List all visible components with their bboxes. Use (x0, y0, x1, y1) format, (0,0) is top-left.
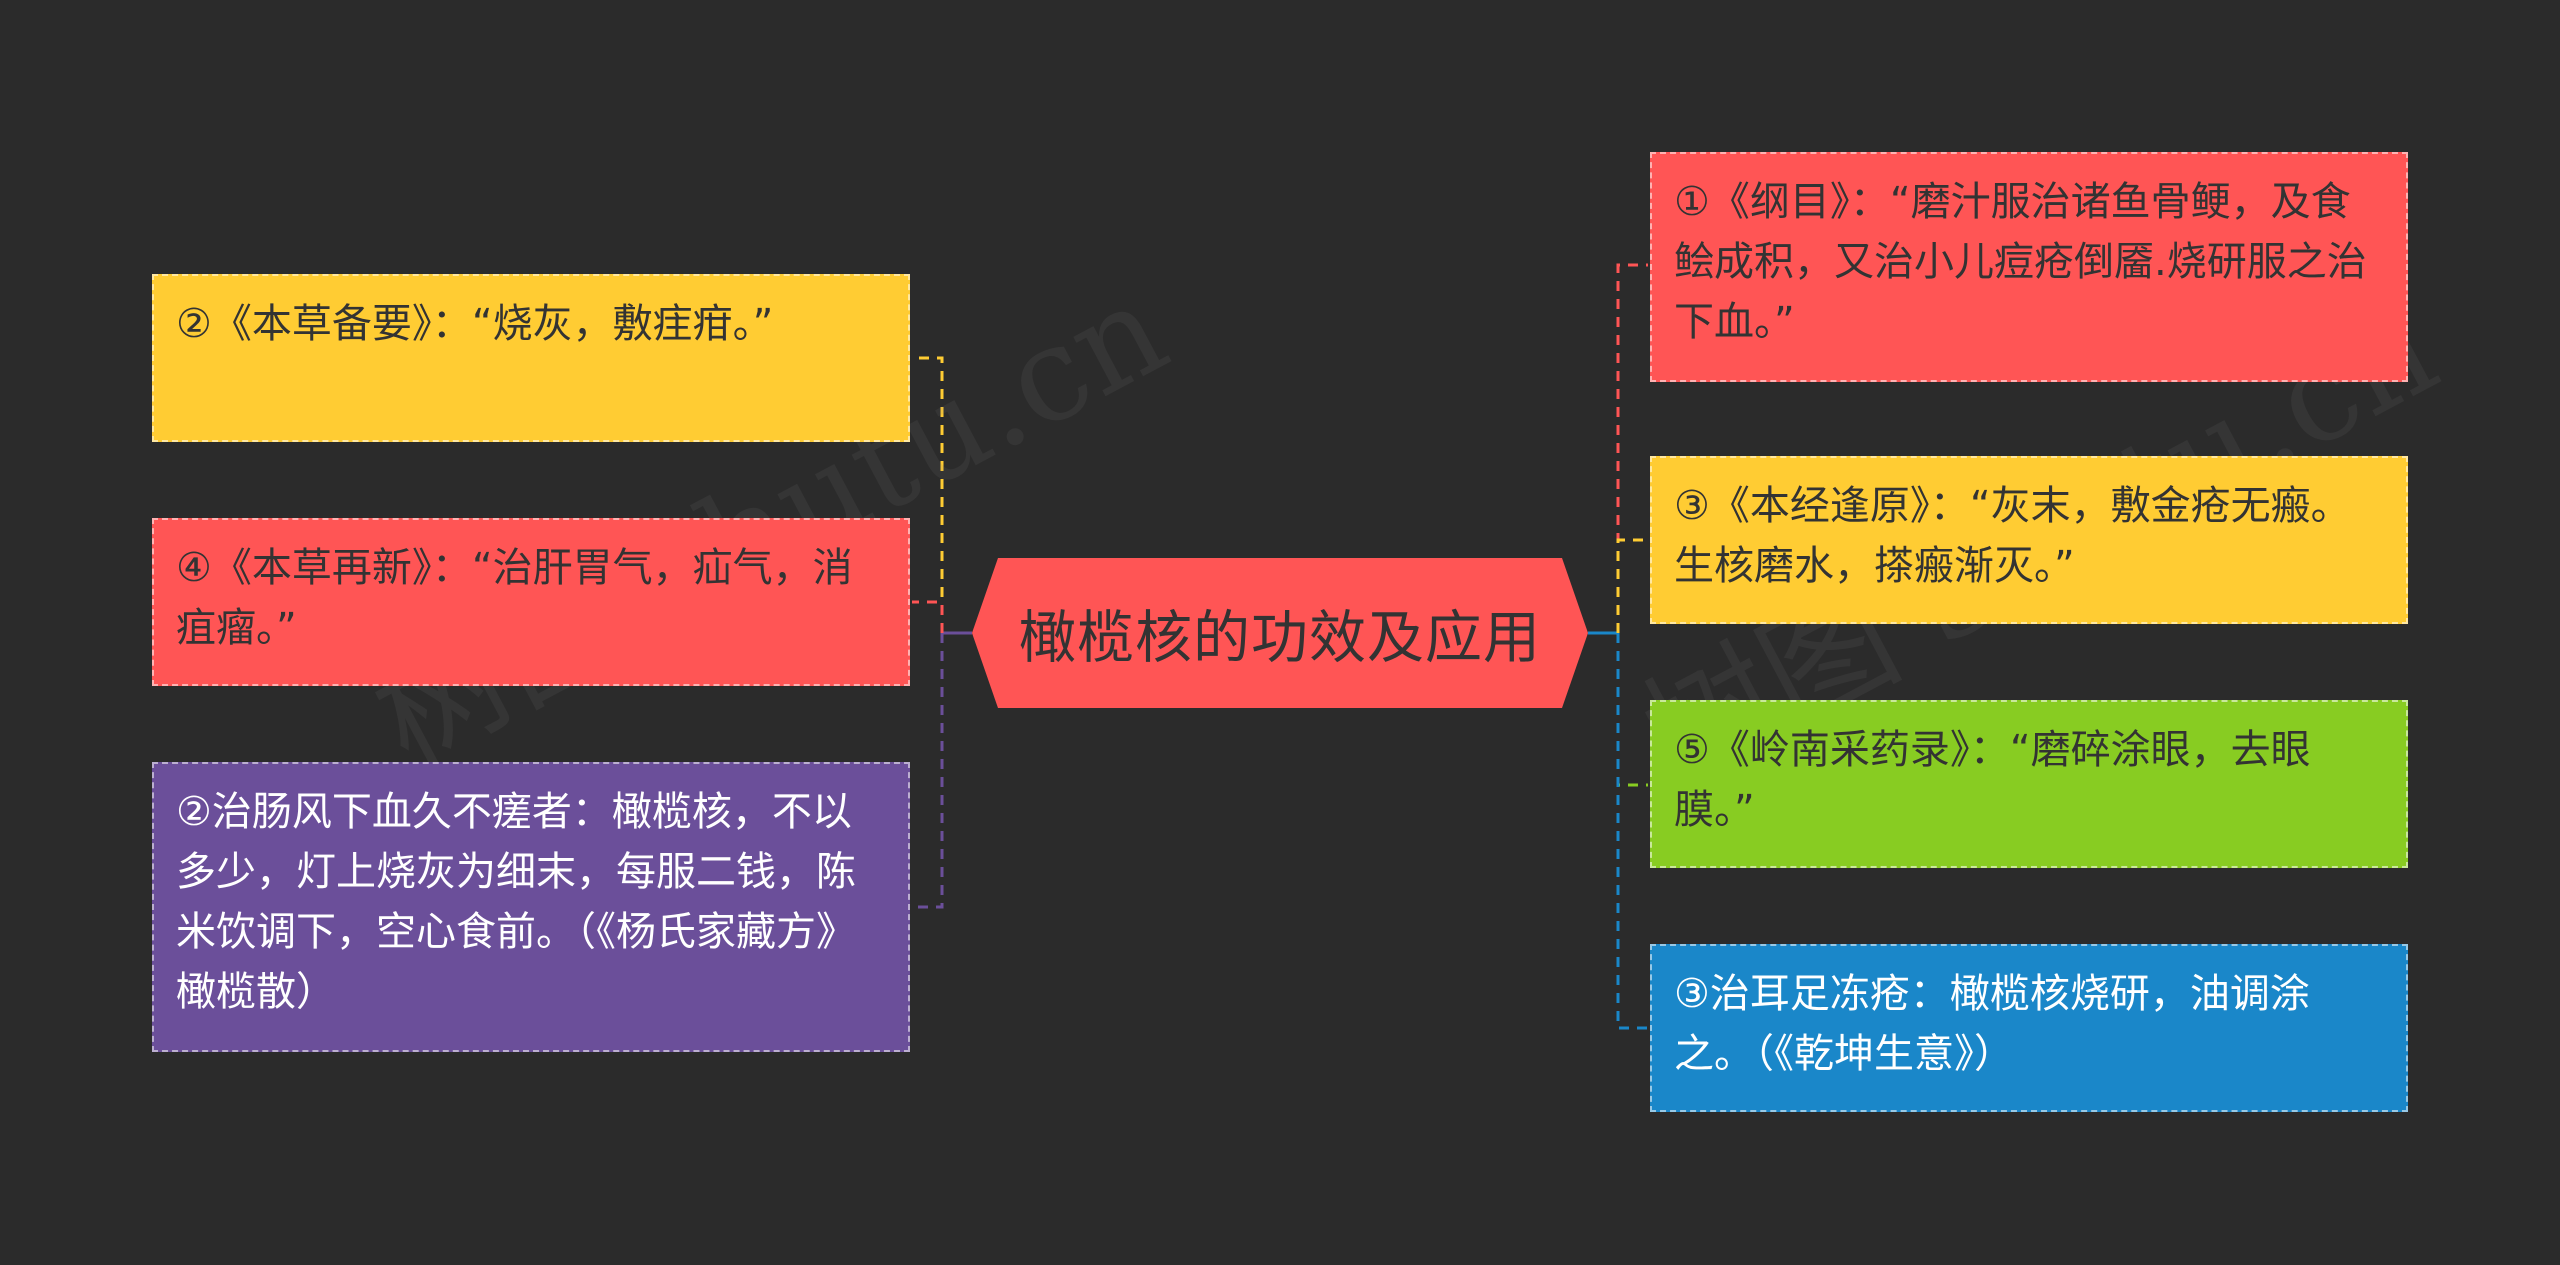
left-node-changfeng-xiaxue[interactable]: ②治肠风下血久不瘥者：橄榄核，不以多少，灯上烧灰为细末，每服二钱，陈米饮调下，空… (152, 762, 910, 1052)
left-node-bencao-beiyao[interactable]: ②《本草备要》：“烧灰，敷疰疳。” (152, 274, 910, 442)
right-node-lingnan-caiyaolu-text: ⑤《岭南采药录》：“磨碎涂眼，去眼膜。” (1674, 727, 2311, 833)
connector-right-green (1616, 633, 1648, 787)
right-node-gangmu[interactable]: ①《纲目》：“磨汁服治诸鱼骨鲠，及食鲙成积，又治小儿痘疮倒靥.烧研服之治下血。” (1650, 152, 2408, 382)
right-node-erzu-dongchuang-text: ③治耳足冻疮：橄榄核烧研，油调涂之。（《乾坤生意》） (1674, 971, 2310, 1077)
connector-left-purple (912, 633, 944, 909)
connector-right-blue (1616, 633, 1648, 1030)
left-node-changfeng-xiaxue-text: ②治肠风下血久不瘥者：橄榄核，不以多少，灯上烧灰为细末，每服二钱，陈米饮调下，空… (176, 789, 856, 1015)
right-node-gangmu-text: ①《纲目》：“磨汁服治诸鱼骨鲠，及食鲙成积，又治小儿痘疮倒靥.烧研服之治下血。” (1674, 179, 2367, 345)
left-node-bencao-zaixin[interactable]: ④《本草再新》：“治肝胃气，疝气，消疽瘤。” (152, 518, 910, 686)
connector-right-red (1616, 263, 1648, 633)
right-node-lingnan-caiyaolu[interactable]: ⑤《岭南采药录》：“磨碎涂眼，去眼膜。” (1650, 700, 2408, 868)
left-node-bencao-zaixin-text: ④《本草再新》：“治肝胃气，疝气，消疽瘤。” (176, 545, 853, 651)
connector-left-red (912, 600, 944, 633)
center-topic-label: 橄榄核的功效及应用 (1019, 605, 1541, 671)
center-hexagon-shape (972, 558, 1588, 708)
right-node-erzu-dongchuang[interactable]: ③治耳足冻疮：橄榄核烧研，油调涂之。（《乾坤生意》） (1650, 944, 2408, 1112)
center-topic[interactable]: 橄榄核的功效及应用 (972, 558, 1588, 708)
connector-right-yellow (1616, 538, 1648, 633)
right-node-benjing-fengyuan[interactable]: ③《本经逢原》：“灰末，敷金疮无瘢。生核磨水，搽瘢渐灭。” (1650, 456, 2408, 624)
right-node-benjing-fengyuan-text: ③《本经逢原》：“灰末，敷金疮无瘢。生核磨水，搽瘢渐灭。” (1674, 483, 2351, 589)
connector-left-yellow (912, 356, 944, 633)
left-node-bencao-beiyao-text: ②《本草备要》：“烧灰，敷疰疳。” (176, 301, 774, 347)
